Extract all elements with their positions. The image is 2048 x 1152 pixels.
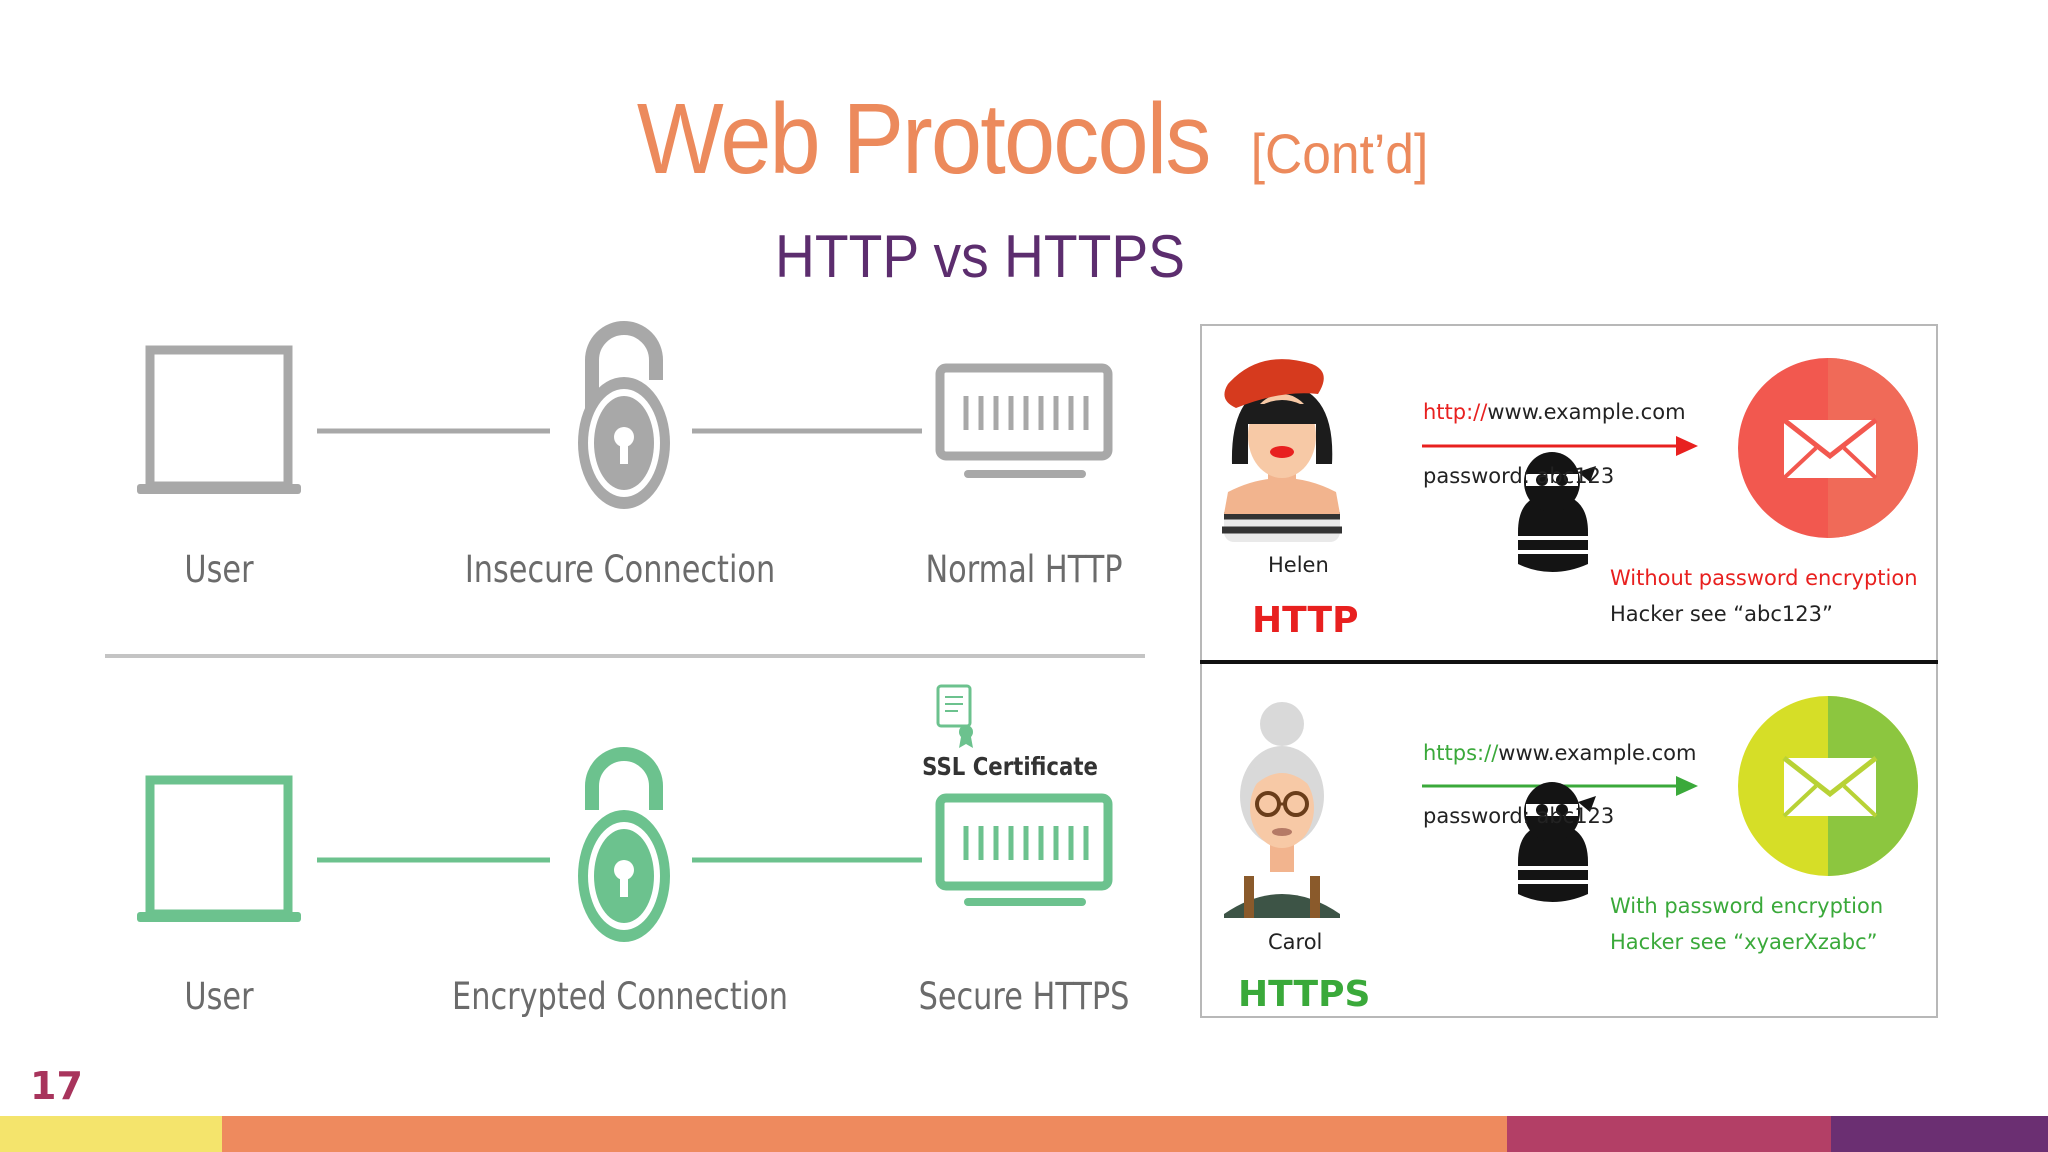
https-url: https://www.example.com — [1423, 741, 1696, 765]
server-icon — [935, 363, 1113, 478]
https-user-label: User — [184, 975, 254, 1018]
http-url-domain: www.example.com — [1487, 400, 1686, 424]
https-hacker-text: Hacker see “xyaerXzabc” — [1610, 930, 1878, 954]
http-protocol-label: HTTP — [1252, 600, 1359, 641]
panel-divider — [1200, 660, 1938, 664]
page-number: 17 — [30, 1064, 83, 1108]
hacker-icon — [1518, 452, 1596, 572]
insecure-connection-label: Insecure Connection — [464, 548, 776, 591]
encrypted-connection-label: Encrypted Connection — [452, 975, 788, 1018]
https-url-prefix: https:// — [1423, 741, 1499, 765]
certificate-icon — [936, 684, 973, 748]
https-protocol-label: HTTPS — [1238, 974, 1371, 1015]
grandmother-avatar-icon — [1224, 702, 1340, 918]
server-icon — [935, 793, 1113, 906]
unlocked-padlock-icon — [578, 321, 670, 509]
http-password-text: password: abc123 — [1423, 464, 1615, 488]
hacker-icon — [1518, 782, 1596, 902]
locked-padlock-icon — [578, 747, 670, 942]
footer-segment-orange — [222, 1116, 1507, 1152]
mail-icon — [1738, 358, 1918, 538]
helen-name: Helen — [1268, 553, 1329, 577]
https-password-text: password: abc123 — [1423, 804, 1615, 828]
title-main: Web Protocols — [637, 83, 1211, 195]
footer-segment-magenta — [1507, 1116, 1831, 1152]
secure-https-label: Secure HTTPS — [918, 975, 1130, 1018]
normal-http-label: Normal HTTP — [925, 548, 1123, 591]
http-url: http://www.example.com — [1423, 400, 1686, 424]
ssl-certificate-label: SSL Certificate — [922, 752, 1098, 781]
https-url-domain: www.example.com — [1498, 741, 1697, 765]
panel-illustrations — [1222, 358, 1918, 918]
footer-segment-purple — [1831, 1116, 2048, 1152]
http-row — [137, 321, 1113, 509]
https-status-text: With password encryption — [1610, 894, 1884, 918]
https-row — [137, 684, 1113, 942]
https-arrow-head — [1676, 776, 1698, 796]
title-suffix: [Cont’d] — [1250, 122, 1428, 185]
http-arrow-head — [1676, 436, 1698, 456]
http-url-prefix: http:// — [1423, 400, 1488, 424]
laptop-icon — [137, 775, 301, 922]
woman-avatar-icon — [1222, 359, 1342, 542]
footer-segment-yellow — [0, 1116, 222, 1152]
http-status-text: Without password encryption — [1610, 566, 1918, 590]
slide-title: Web Protocols [Cont’d] — [0, 82, 2048, 197]
carol-name: Carol — [1268, 930, 1323, 954]
laptop-icon — [137, 345, 301, 494]
footer-color-bar — [0, 1116, 2048, 1152]
mail-icon — [1738, 696, 1918, 876]
http-user-label: User — [184, 548, 254, 591]
connection-diagram — [105, 321, 1145, 942]
slide-subtitle: HTTP vs HTTPS — [775, 223, 1185, 290]
http-hacker-text: Hacker see “abc123” — [1610, 602, 1833, 626]
